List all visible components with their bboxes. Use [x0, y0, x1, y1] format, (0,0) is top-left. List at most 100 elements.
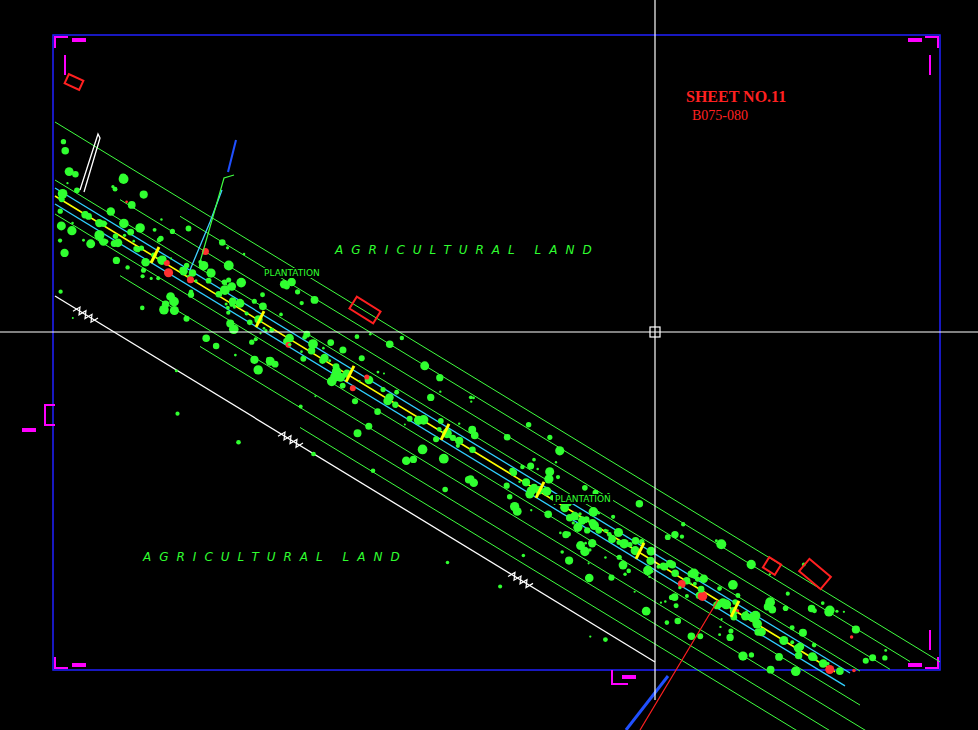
tree-symbol	[175, 369, 178, 372]
tree-symbol	[728, 580, 738, 590]
plantation-label: PLANTATION	[553, 494, 613, 504]
tree-symbol	[661, 563, 669, 571]
tree-symbol	[202, 335, 210, 343]
tree-symbol	[619, 561, 628, 570]
tree-symbol	[555, 446, 564, 455]
tree-symbol	[133, 246, 138, 251]
tree-symbol	[526, 422, 531, 427]
tree-symbol	[113, 257, 120, 264]
sheet-number: SHEET NO.11	[684, 88, 788, 106]
tree-symbol	[651, 570, 654, 573]
tree-symbol	[139, 245, 144, 250]
tree-symbol	[364, 374, 369, 379]
tree-symbol	[442, 487, 448, 493]
tree-symbol	[718, 598, 727, 607]
tree-symbol	[585, 574, 594, 583]
tree-symbol	[100, 220, 107, 227]
tree-symbol	[194, 279, 197, 282]
tree-symbol	[836, 667, 844, 675]
tree-symbol	[141, 268, 146, 273]
tree-symbol	[339, 346, 346, 353]
alignment-corridor	[55, 122, 940, 730]
corridor-line	[55, 214, 860, 705]
tree-symbol	[327, 377, 337, 387]
corridor-line	[200, 346, 880, 730]
tree-symbol	[588, 539, 596, 547]
tree-symbol	[355, 334, 360, 339]
tree-symbol	[260, 292, 265, 297]
tree-symbol	[604, 529, 608, 533]
tree-symbol	[58, 196, 62, 200]
tree-symbol	[608, 535, 616, 543]
tree-symbol	[767, 666, 775, 674]
tree-symbol	[392, 402, 398, 408]
fence-symbol	[508, 572, 533, 587]
tree-symbol	[311, 296, 319, 304]
tree-symbol	[299, 404, 303, 408]
tree-symbol	[589, 519, 597, 527]
tree-symbol	[236, 440, 241, 445]
tree-symbol	[105, 222, 107, 224]
tree-symbol	[402, 456, 411, 465]
tree-symbol	[603, 637, 608, 642]
tree-symbol	[542, 487, 551, 496]
tree-symbol	[623, 573, 626, 576]
tree-symbol	[446, 561, 450, 565]
tree-symbol	[882, 655, 887, 660]
tree-symbol	[288, 343, 291, 346]
tree-symbol	[504, 483, 510, 489]
tree-symbol	[470, 400, 472, 402]
tree-symbol	[545, 467, 554, 476]
tree-symbol	[522, 478, 530, 486]
fence-symbol	[278, 432, 303, 447]
tree-symbol	[418, 445, 428, 455]
tree-symbol	[226, 310, 230, 314]
tree-symbol	[812, 643, 817, 648]
tree-symbol	[632, 537, 640, 545]
tree-symbol	[698, 586, 705, 593]
tree-symbol	[693, 582, 697, 586]
tree-symbol	[104, 239, 109, 244]
tree-symbol	[164, 268, 173, 277]
tree-symbol	[719, 626, 721, 628]
tree-symbol	[438, 418, 444, 424]
tree-symbol	[311, 452, 316, 457]
chainage-tick	[346, 366, 354, 382]
tree-symbol	[455, 437, 463, 445]
tree-symbol	[507, 494, 512, 499]
tree-symbol	[226, 246, 229, 249]
tree-symbol	[790, 625, 795, 630]
tree-symbol	[215, 291, 222, 298]
tree-symbol	[74, 188, 80, 194]
tree-symbol	[665, 534, 671, 540]
corridor-line	[55, 180, 860, 671]
tree-symbol	[86, 239, 95, 248]
tree-symbol	[433, 436, 439, 442]
tree-symbol	[617, 540, 622, 545]
tree-symbol	[113, 234, 118, 239]
tree-symbol	[562, 531, 569, 538]
tree-symbol	[738, 651, 747, 660]
tree-symbol	[608, 575, 614, 581]
tree-symbol	[350, 385, 356, 391]
tree-symbol	[186, 226, 192, 232]
tree-symbol	[236, 278, 246, 288]
sheet-frame	[22, 35, 940, 684]
tree-symbol	[228, 282, 236, 290]
tree-symbol	[726, 634, 733, 641]
tree-symbol	[157, 238, 162, 243]
tree-symbol	[698, 591, 708, 601]
tree-symbol	[824, 607, 833, 616]
tree-symbol	[547, 435, 552, 440]
tree-symbol	[795, 652, 802, 659]
corridor-line	[55, 122, 940, 662]
tree-symbol	[352, 398, 358, 404]
tree-symbol	[458, 422, 460, 424]
tree-symbol	[300, 301, 304, 305]
tree-symbol	[229, 298, 237, 306]
tree-symbol	[263, 327, 266, 330]
land-use-label: AGRICULTURAL LAND	[333, 244, 602, 258]
tree-symbol	[82, 239, 85, 242]
tree-symbol	[544, 511, 552, 519]
